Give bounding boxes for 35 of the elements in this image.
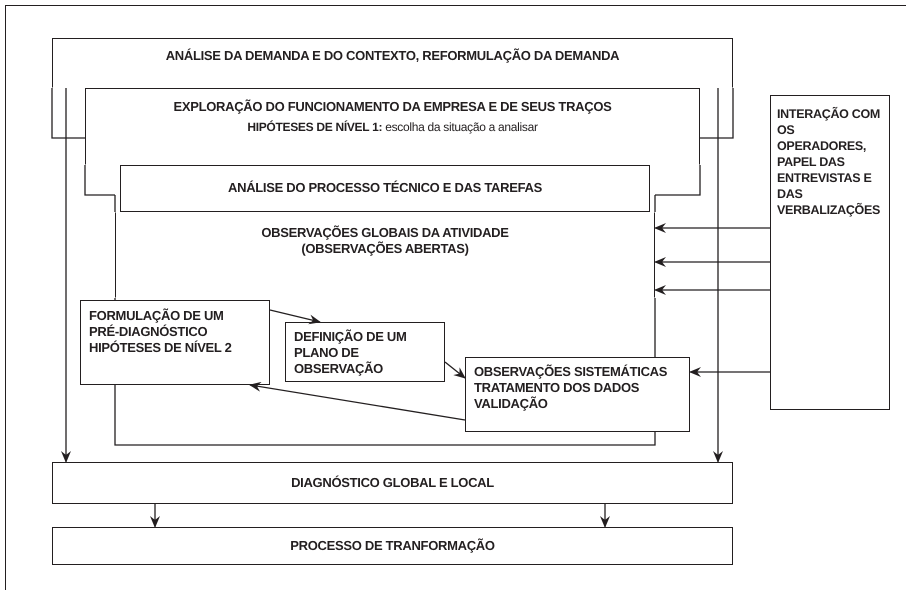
arrow [150, 504, 160, 528]
arrow [249, 382, 466, 421]
box-label: EXPLORAÇÃO DO FUNCIONAMENTO DA EMPRESA E DE SEUS TRAÇOS [172, 99, 613, 115]
process-box [52, 462, 733, 504]
process-box [52, 527, 733, 565]
box-label: INTERAÇÃO COM OS OPERADORES, PAPEL DAS ENTREVISTAS E DAS VERBALIZAÇÕES [777, 106, 882, 218]
box-label: HIPÓTESES DE NÍVEL 2 [89, 340, 233, 356]
process-box [770, 95, 890, 410]
process-box [115, 212, 655, 298]
box-label: VALIDAÇÃO [474, 396, 549, 412]
process-box [120, 165, 650, 212]
box-label: HIPÓTESES DE NÍVEL 1: escolha da situação a analisar [246, 119, 539, 135]
box-label: TRATAMENTO DOS DADOS [474, 380, 640, 396]
arrow [654, 257, 770, 267]
arrow [713, 88, 723, 463]
arrow [444, 362, 466, 379]
process-box [285, 322, 445, 382]
arrow [654, 285, 770, 295]
process-box [80, 300, 270, 385]
box-label: PROCESSO DE TRANFORMAÇÃO [289, 538, 496, 554]
arrow [654, 223, 770, 233]
arrow [61, 88, 71, 463]
box-label: ANÁLISE DO PROCESSO TÉCNICO E DAS TAREFAS [227, 180, 543, 196]
arrow [600, 504, 610, 528]
process-box [465, 357, 690, 432]
arrow [270, 309, 321, 324]
process-box [52, 38, 733, 88]
box-label: DIAGNÓSTICO GLOBAL E LOCAL [290, 475, 495, 491]
box-label: OBSERVAÇÕES GLOBAIS DA ATIVIDADE (OBSERVAÇÕES ABERTAS) [260, 225, 510, 257]
arrow [689, 367, 770, 377]
box-label: FORMULAÇÃO DE UM PRÉ-DIAGNÓSTICO [89, 308, 225, 340]
box-label: OBSERVAÇÕES SISTEMÁTICAS [474, 364, 668, 380]
box-label: DEFINIÇÃO DE UM PLANO DE OBSERVAÇÃO [294, 329, 408, 377]
process-box [85, 88, 700, 165]
box-label: ANÁLISE DA DEMANDA E DO CONTEXTO, REFORMULAÇÃO DA DEMANDA [164, 48, 620, 64]
